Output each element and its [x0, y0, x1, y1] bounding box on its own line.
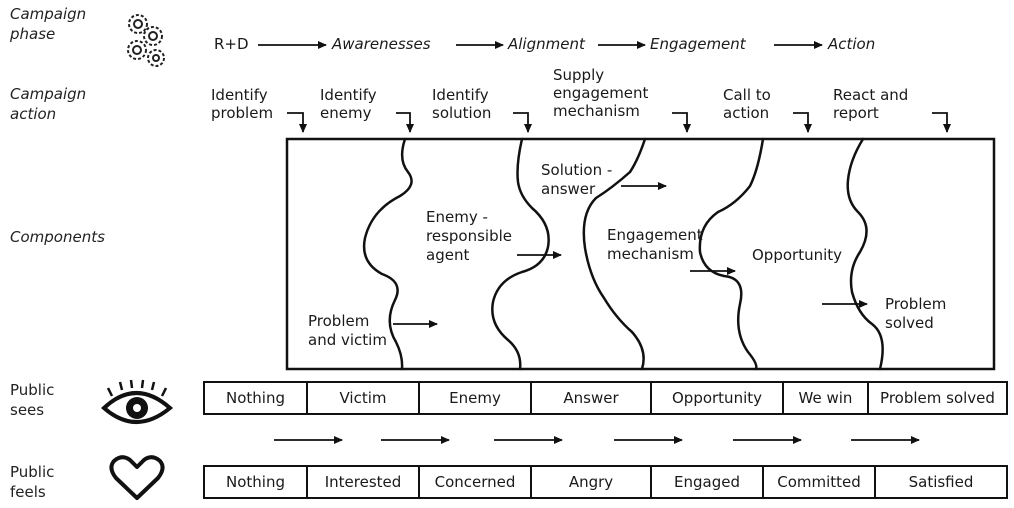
sees-cell: We win	[784, 383, 869, 413]
feels-cell: Nothing	[205, 467, 308, 497]
component-enemy-agent: Enemy - responsible agent	[426, 208, 512, 264]
action-supply-mechanism: Supply engagement mechanism	[553, 66, 649, 120]
puzzle-divider	[491, 137, 550, 371]
public-feels-row: Nothing Interested Concerned Angry Engag…	[203, 465, 1008, 499]
component-opportunity: Opportunity	[752, 246, 843, 264]
label-components: Components	[10, 228, 105, 246]
action-arrow	[396, 112, 414, 133]
feels-cell: Angry	[532, 467, 652, 497]
label-campaign-phase: Campaign phase	[10, 5, 87, 43]
action-arrow	[672, 112, 691, 133]
label-public-sees: Public sees	[10, 381, 55, 419]
eye-icon	[101, 379, 174, 424]
action-arrow	[932, 112, 951, 133]
action-react-report: React and report	[833, 86, 909, 122]
components-box	[285, 137, 996, 371]
sees-cell: Victim	[308, 383, 420, 413]
action-identify-solution: Identify solution	[432, 86, 492, 122]
heart-icon	[109, 455, 165, 500]
action-arrow	[793, 112, 812, 133]
puzzle-divider	[362, 137, 413, 371]
public-sees-row: Nothing Victim Enemy Answer Opportunity …	[203, 381, 1008, 415]
phase-awareness: Awarenesses	[332, 35, 431, 53]
sees-cell: Enemy	[420, 383, 532, 413]
action-arrow	[287, 112, 307, 133]
sees-cell: Answer	[532, 383, 652, 413]
phase-action: Action	[828, 35, 876, 53]
puzzle-divider	[846, 137, 884, 371]
feels-cell: Satisfied	[908, 473, 974, 491]
label-campaign-action: Campaign action	[10, 85, 87, 123]
sees-cell: Problem solved	[880, 389, 995, 407]
phase-rd: R+D	[214, 35, 249, 53]
component-engagement-mechanism: Engagement mechanism	[607, 226, 703, 263]
action-identify-problem: Identify problem	[211, 86, 274, 122]
gears-icon	[127, 14, 165, 67]
action-arrow	[513, 112, 532, 133]
action-call-to-action: Call to action	[723, 86, 771, 122]
feels-cell: Concerned	[420, 467, 532, 497]
phase-alignment: Alignment	[508, 35, 585, 53]
component-solution-answer: Solution - answer	[541, 161, 613, 198]
component-problem-solved: Problem solved	[885, 295, 947, 332]
phase-engagement: Engagement	[650, 35, 746, 53]
feels-cell: Engaged	[652, 467, 764, 497]
puzzle-divider	[582, 137, 647, 371]
feels-cell: Committed	[764, 467, 876, 497]
component-problem-victim: Problem and victim	[308, 312, 387, 349]
feels-cell: Interested	[308, 467, 420, 497]
puzzle-divider	[698, 137, 765, 371]
sees-cell: Nothing	[205, 383, 308, 413]
sees-cell: Opportunity	[652, 383, 784, 413]
label-public-feels: Public feels	[10, 463, 55, 501]
action-identify-enemy: Identify enemy	[320, 86, 377, 122]
